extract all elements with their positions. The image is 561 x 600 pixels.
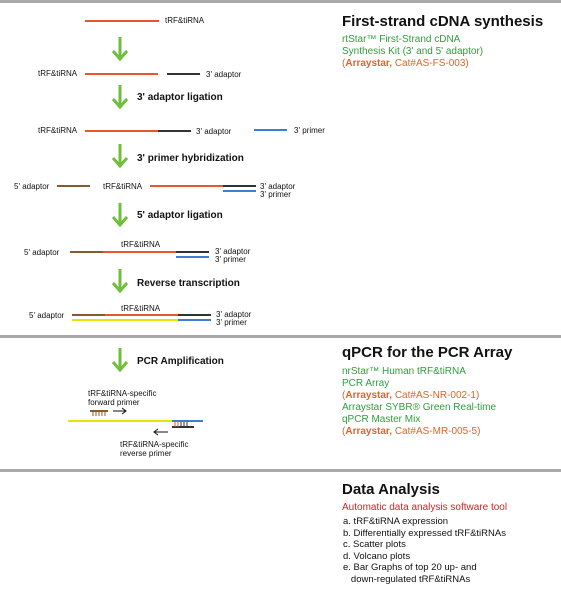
- brand-name: Arraystar,: [345, 390, 393, 401]
- rna-strand: [85, 20, 159, 22]
- three-prime-adaptor-label: 3' adaptor: [206, 70, 242, 79]
- three-prime-primer-label: 3' primer: [216, 318, 247, 327]
- three-prime-adaptor-strand: [167, 73, 200, 75]
- product-name: PCR Array: [342, 378, 390, 389]
- reverse-primer-label: tRF&tiRNA-specific: [120, 440, 189, 449]
- three-prime-primer-label: 3' primer: [215, 255, 246, 264]
- list-item: down-regulated tRF&tiRNAs: [343, 573, 471, 585]
- rna-strand: [85, 73, 158, 75]
- list-item: a. tRF&tiRNA expression: [343, 516, 449, 527]
- list-item: c. Scatter plots: [343, 539, 406, 550]
- catalog-line: (Arraystаr, Cat#AS-FS-003): [342, 58, 469, 69]
- workflow-diagram: tRF&tiRNA tRF&tiRNA 3' adaptor 3' adapto…: [0, 0, 330, 470]
- five-prime-adaptor-strand: [57, 185, 90, 187]
- three-prime-adaptor-label: 3' adaptor: [260, 182, 296, 191]
- three-prime-adaptor-label: 3' adaptor: [215, 247, 251, 256]
- three-prime-adaptor-label: 3' adaptor: [216, 310, 252, 319]
- three-prime-adaptor-strand: [158, 130, 191, 132]
- five-prime-adaptor-label: 5' adaptor: [24, 248, 60, 257]
- section-divider-1: [0, 335, 561, 338]
- down-arrow-icon: [111, 85, 129, 110]
- step-label: Reverse transcription: [137, 278, 240, 289]
- section-title: qPCR for the PCR Array: [342, 344, 513, 361]
- five-prime-adaptor-strand: [70, 251, 103, 253]
- three-prime-adaptor-label: 3' adaptor: [196, 127, 232, 136]
- down-arrow-icon: [111, 203, 129, 228]
- three-prime-adaptor-strand: [176, 251, 209, 253]
- forward-primer-label: tRF&tiRNA-specific: [88, 389, 157, 398]
- down-arrow-icon: [111, 348, 129, 373]
- rna-label: tRF&tiRNA: [103, 182, 143, 191]
- catalog-number: Cat#AS-MR-005-5): [392, 426, 481, 437]
- down-arrow-icon: [111, 37, 129, 62]
- step-label: 3' adaptor ligation: [137, 92, 223, 103]
- brand-name: Arraystar,: [345, 426, 393, 437]
- rna-label: tRF&tiRNA: [38, 69, 78, 78]
- section-divider-2: [0, 469, 561, 472]
- rna-label: tRF&tiRNA: [165, 16, 205, 25]
- brand-name: Arraystаr,: [345, 58, 393, 69]
- rna-label: tRF&tiRNA: [121, 304, 161, 313]
- rna-strand: [150, 185, 223, 187]
- catalog-number: Cat#AS-NR-002-1): [392, 390, 480, 401]
- three-prime-adaptor-strand: [223, 185, 256, 187]
- three-prime-primer-strand: [176, 256, 209, 258]
- catalog-line: (Arraystar, Cat#AS-NR-002-1): [342, 390, 480, 401]
- five-prime-adaptor-strand: [72, 314, 105, 316]
- kit-name: Synthesis Kit (3' and 5' adaptor): [342, 46, 484, 57]
- analysis-list: a. tRF&tiRNA expression b. Differentiall…: [343, 516, 506, 585]
- list-item: e. Bar Graphs of top 20 up- and: [343, 562, 477, 573]
- kit-name: rtStar™ First-Strand cDNA: [342, 34, 461, 45]
- three-prime-adaptor-strand: [178, 314, 211, 316]
- product-name: nrStar™ Human tRF&tiRNA: [342, 366, 466, 377]
- down-arrow-icon: [111, 269, 129, 294]
- section-title: First-strand cDNA synthesis: [342, 13, 544, 30]
- five-prime-adaptor-label: 5' adaptor: [29, 311, 65, 320]
- step-label: 5' adaptor ligation: [137, 210, 223, 221]
- cdna-strand: [72, 319, 178, 321]
- three-prime-primer-strand: [223, 190, 256, 192]
- three-prime-primer-label: 3' primer: [294, 126, 325, 135]
- forward-primer-label: forward primer: [88, 398, 140, 407]
- product-name: Arraystar SYBR® Green Real-time: [342, 402, 497, 413]
- catalog-line: (Arraystar, Cat#AS-MR-005-5): [342, 426, 481, 437]
- section-subtitle: Automatic data analysis software tool: [342, 502, 508, 513]
- three-prime-primer-strand: [254, 129, 287, 131]
- five-prime-adaptor-label: 5' adaptor: [14, 182, 50, 191]
- rna-strand: [103, 251, 176, 253]
- rna-label: tRF&tiRNA: [38, 126, 78, 135]
- three-prime-primer-strand: [178, 319, 211, 321]
- down-arrow-icon: [111, 144, 129, 169]
- rna-strand: [85, 130, 158, 132]
- list-item: b. Differentially expressed tRF&tiRNAs: [343, 527, 506, 539]
- three-prime-primer-label: 3' primer: [260, 190, 291, 199]
- list-item: d. Volcano plots: [343, 550, 411, 562]
- catalog-number: Cat#AS-FS-003): [392, 58, 469, 69]
- section-title: Data Analysis: [342, 481, 440, 498]
- step-label: 3' primer hybridization: [137, 153, 244, 164]
- reverse-primer-label: reverse primer: [120, 449, 172, 458]
- step-label: PCR Amplification: [137, 356, 224, 367]
- top-rule: [0, 0, 561, 3]
- pcr-amplicon-graphic: [68, 407, 203, 436]
- rna-strand: [105, 314, 178, 316]
- product-name: qPCR Master Mix: [342, 414, 421, 425]
- rna-label: tRF&tiRNA: [121, 240, 161, 249]
